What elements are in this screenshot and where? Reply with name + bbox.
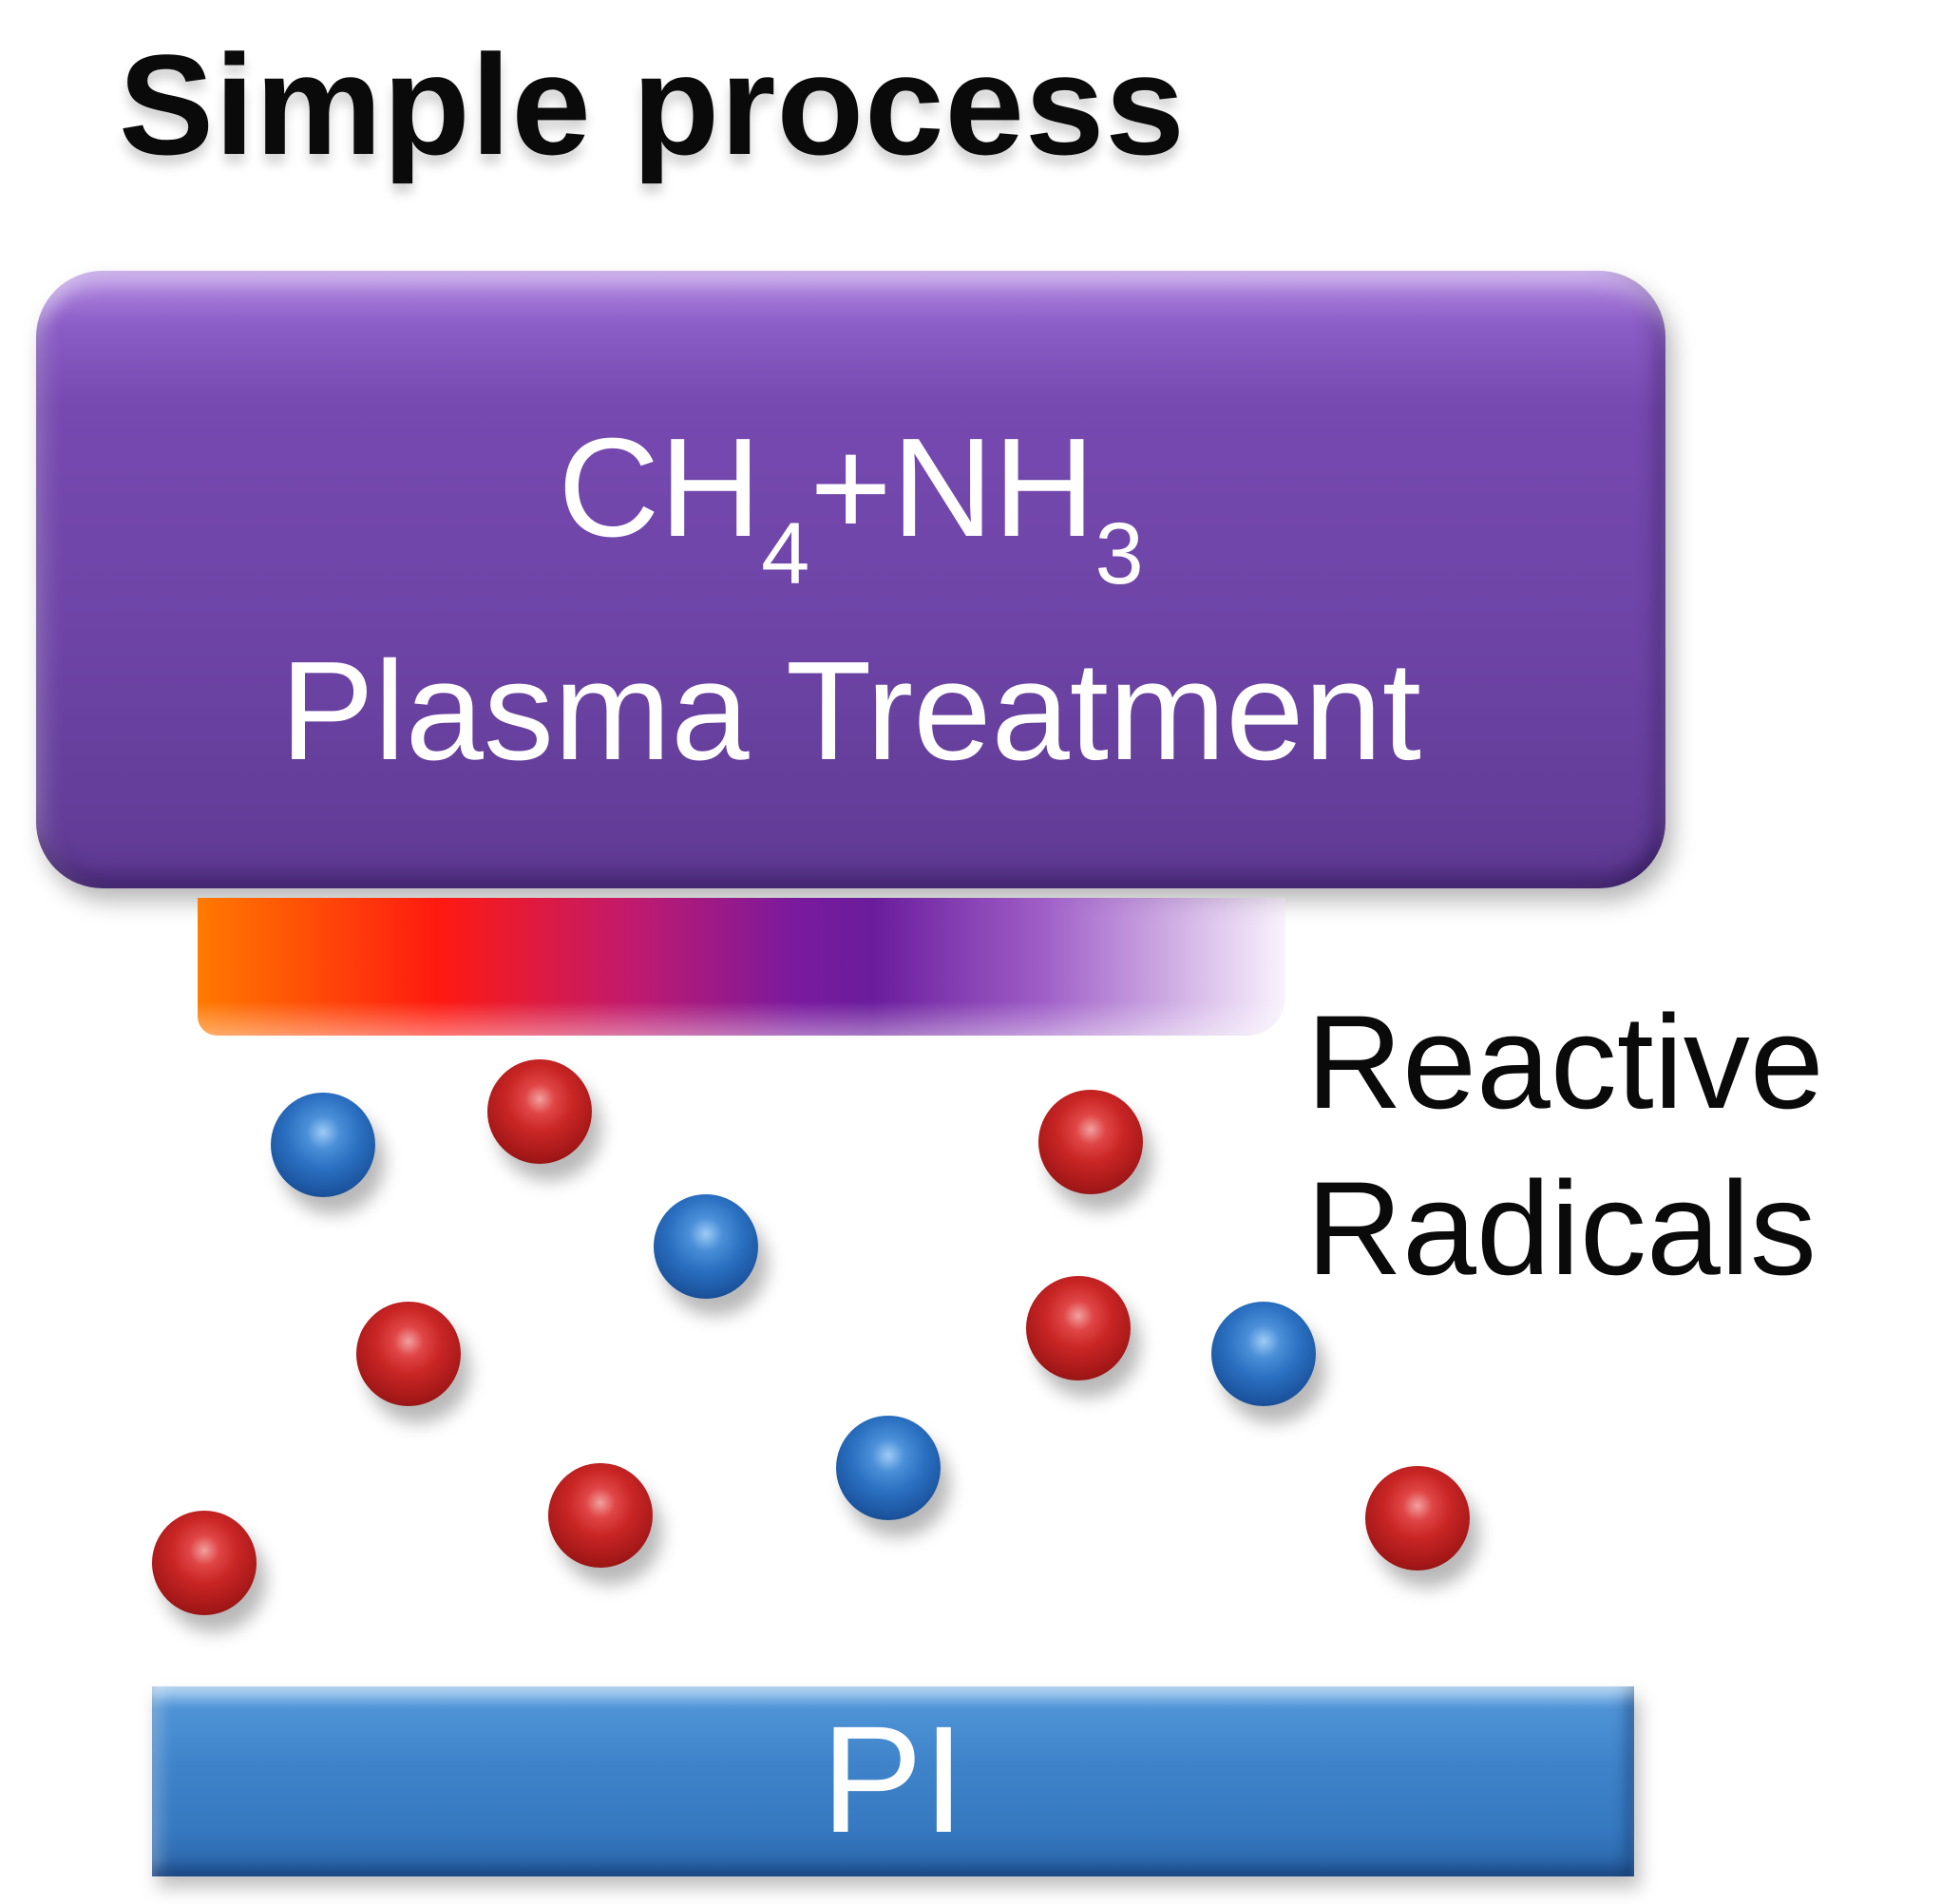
plasma-treatment-box: CH4+NH3 Plasma Treatment [36, 271, 1665, 888]
blue-radical [1211, 1302, 1316, 1406]
blue-radical [836, 1416, 941, 1520]
plasma-treatment-label: Plasma Treatment [280, 633, 1421, 790]
gas-formula: CH4+NH3 [36, 418, 1665, 599]
red-radical [548, 1463, 653, 1568]
blue-radical [271, 1093, 375, 1197]
red-radical [1038, 1090, 1143, 1194]
formula-nh: +NH [809, 409, 1095, 566]
red-radical [1365, 1466, 1470, 1571]
red-radical [1026, 1276, 1131, 1380]
blue-radical [654, 1194, 758, 1299]
red-radical [487, 1059, 592, 1164]
red-radical [152, 1511, 257, 1615]
plasma-glow-band [198, 898, 1285, 1036]
pi-substrate: PI [152, 1686, 1634, 1876]
radicals-label-line-2: Radicals [1306, 1153, 1817, 1303]
red-radical [356, 1302, 461, 1406]
formula-subscript-3: 3 [1094, 505, 1144, 602]
radicals-label-line-1: Reactive [1306, 987, 1824, 1136]
formula-subscript-4: 4 [761, 505, 810, 602]
diagram-title: Simple process [119, 25, 1186, 184]
formula-ch: CH [558, 409, 762, 566]
pi-label: PI [821, 1694, 965, 1864]
reactive-radicals-label: Reactive Radicals [1306, 979, 1824, 1311]
